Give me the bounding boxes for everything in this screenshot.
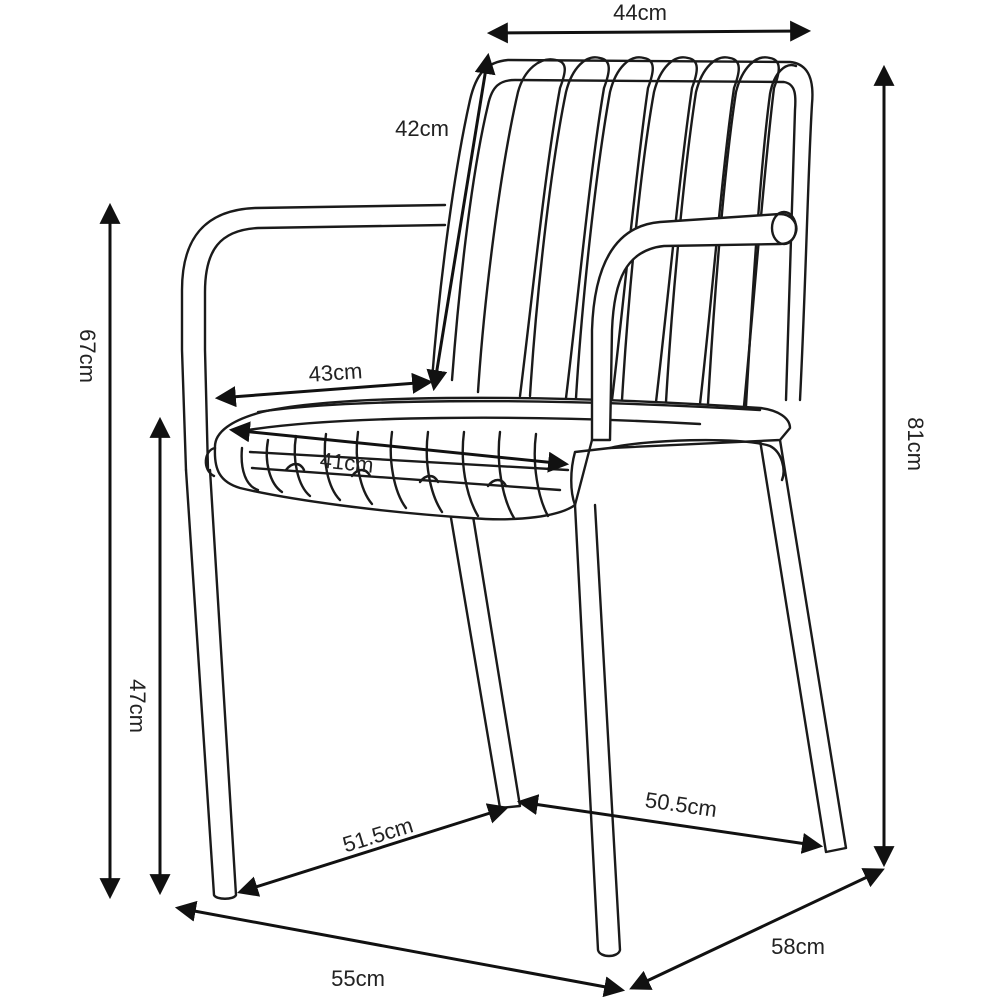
chair-drawing (180, 56, 848, 958)
dim-line-seat-depth (228, 421, 570, 473)
left-armrest (180, 203, 447, 472)
label-backrest-width: 44cm (613, 0, 667, 25)
label-overall-width: 55cm (331, 966, 385, 991)
label-leg-span-left: 51.5cm (340, 812, 416, 857)
label-seat-width: 43cm (308, 358, 363, 387)
label-armrest-height: 67cm (75, 329, 100, 383)
dimension-lines (99, 20, 895, 998)
dim-line-leg-span-left (236, 803, 510, 897)
dim-line-seat-width (214, 372, 434, 408)
dim-line-leg-span-right (516, 794, 824, 854)
dim-line-overall-depth (629, 868, 885, 990)
label-overall-depth: 58cm (771, 934, 825, 959)
right-armrest (590, 210, 798, 442)
dim-line-backrest-width (486, 20, 812, 44)
back-legs (448, 438, 848, 854)
label-seat-depth: 41cm (319, 447, 375, 477)
label-backrest-height: 42cm (395, 116, 449, 141)
label-total-height: 81cm (903, 417, 928, 471)
dim-line-overall-width (174, 900, 626, 998)
dim-line-backrest-height (426, 52, 496, 392)
label-seat-height: 47cm (125, 679, 150, 733)
label-leg-span-right: 50.5cm (644, 787, 719, 822)
